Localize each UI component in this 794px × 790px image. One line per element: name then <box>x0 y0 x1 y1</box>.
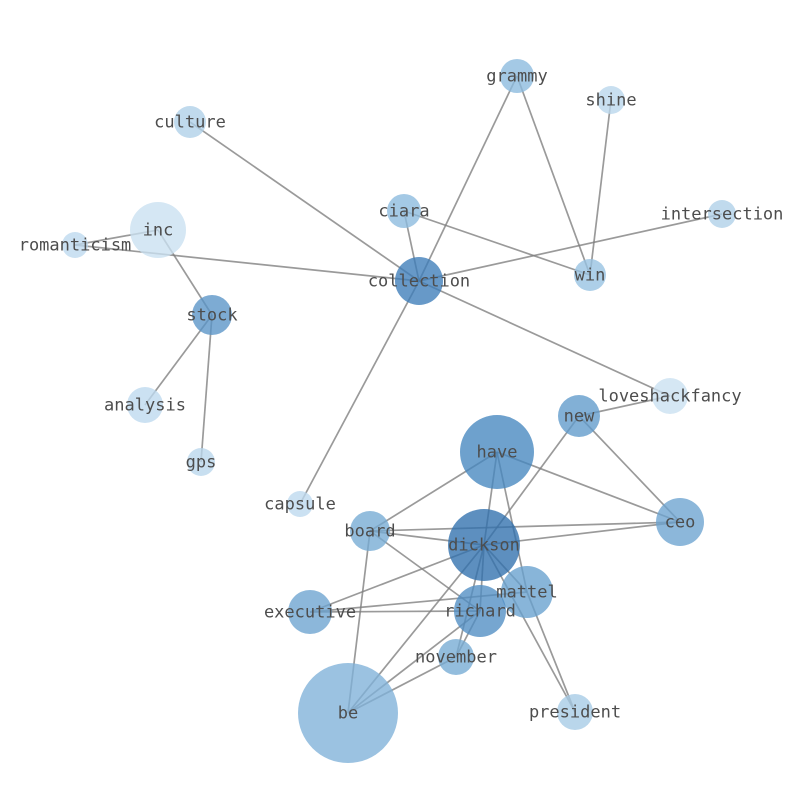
node-capsule <box>287 491 313 517</box>
node-stock <box>192 295 232 335</box>
edge-intersection-collection <box>418 213 723 282</box>
edge-collection-loveshackfancy <box>418 280 671 397</box>
node-loveshackfancy <box>652 378 688 414</box>
node-board <box>350 511 390 551</box>
node-label-ceo: ceo <box>665 513 696 533</box>
node-mattel <box>501 566 553 618</box>
node-label-gps: gps <box>186 453 217 473</box>
edge-ciara-win <box>403 210 591 276</box>
node-label-capsule: capsule <box>264 495 336 515</box>
node-label-loveshackfancy: loveshackfancy <box>598 387 741 407</box>
node-label-ciara: ciara <box>378 202 429 222</box>
edge-executive-richard <box>309 610 481 613</box>
node-shine <box>597 86 625 114</box>
node-inc <box>130 202 186 258</box>
node-label-shine: shine <box>585 91 636 111</box>
node-label-inc: inc <box>143 221 174 241</box>
edge-romanticism-collection <box>74 244 420 282</box>
node-label-win: win <box>575 266 606 286</box>
node-intersection <box>708 200 736 228</box>
node-label-dickson: dickson <box>448 536 520 556</box>
node-label-president: president <box>529 703 621 723</box>
node-label-mattel: mattel <box>496 583 557 603</box>
node-label-analysis: analysis <box>104 396 186 416</box>
node-be <box>298 663 398 763</box>
node-november <box>438 639 474 675</box>
node-have <box>460 415 534 489</box>
node-executive <box>288 590 332 634</box>
node-label-stock: stock <box>186 306 237 326</box>
node-ceo <box>656 498 704 546</box>
node-dickson <box>448 509 520 581</box>
node-label-culture: culture <box>154 113 226 133</box>
edge-new-ceo <box>578 415 681 523</box>
node-label-executive: executive <box>264 603 356 623</box>
node-label-grammy: grammy <box>486 67 547 87</box>
edge-ceo-board <box>369 521 681 532</box>
node-label-november: november <box>415 648 497 668</box>
node-label-collection: collection <box>368 272 470 292</box>
node-label-romanticism: romanticism <box>19 236 132 256</box>
edge-grammy-win <box>516 75 591 276</box>
node-new <box>558 395 600 437</box>
node-ciara <box>387 194 421 228</box>
node-win <box>574 259 606 291</box>
node-label-intersection: intersection <box>661 205 784 225</box>
edge-collection-capsule <box>299 280 420 505</box>
node-gps <box>187 448 215 476</box>
edge-shine-win <box>589 99 612 276</box>
edge-grammy-collection <box>418 75 518 282</box>
node-analysis <box>127 387 163 423</box>
node-romanticism <box>62 232 88 258</box>
node-collection <box>395 257 443 305</box>
node-richard <box>454 585 506 637</box>
edge-culture-collection <box>189 121 420 282</box>
node-label-board: board <box>344 522 395 542</box>
edge-stock-gps <box>200 314 213 463</box>
node-label-have: have <box>477 443 518 463</box>
node-label-new: new <box>564 407 595 427</box>
node-culture <box>174 106 206 138</box>
nodes-layer <box>62 59 736 763</box>
node-label-richard: richard <box>444 602 516 622</box>
node-grammy <box>500 59 534 93</box>
node-president <box>557 694 593 730</box>
labels-layer: grammy shine culture ciara intersection incro… <box>19 67 784 724</box>
node-label-be: be <box>338 704 358 724</box>
